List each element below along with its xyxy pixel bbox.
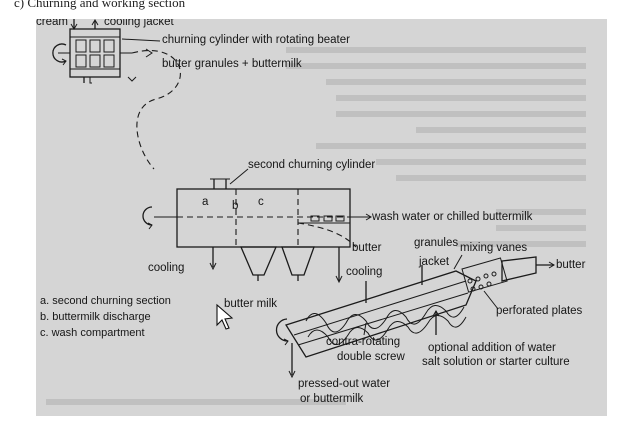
legend-item-c: c. wash compartment: [40, 327, 145, 339]
label-section-a: a: [202, 196, 209, 208]
butter-churning-diagram: cream cooling jacket churning cylinder w…: [36, 19, 586, 405]
label-butter-out: butter: [556, 259, 586, 271]
label-butter-milk: butter milk: [224, 298, 277, 310]
label-optional-water: optional addition of water: [428, 342, 556, 354]
label-jacket: jacket: [418, 256, 450, 268]
scanned-page: cream cooling jacket churning cylinder w…: [36, 19, 607, 416]
diagram-legend: a. second churning section b. buttermilk…: [40, 295, 171, 339]
label-cream: cream: [36, 19, 68, 28]
legend-item-a: a. second churning section: [40, 295, 171, 307]
label-granules: granules: [414, 237, 458, 249]
label-cooling-left: cooling: [148, 262, 184, 274]
label-section-b: b: [232, 200, 238, 212]
label-section-c: c: [258, 196, 264, 208]
mouse-pointer-icon: [216, 303, 234, 330]
second-churning-cylinder: [142, 178, 372, 284]
label-mixing-vanes: mixing vanes: [460, 242, 527, 254]
label-wash-water: wash water or chilled buttermilk: [371, 211, 533, 223]
label-butter-mid: butter: [352, 242, 382, 254]
double-screw-worker: [275, 254, 555, 379]
label-pressed-out-water: pressed-out water: [298, 378, 390, 390]
figure-caption: c) Churning and working section: [14, 0, 186, 10]
label-contra-rotating: contra-rotating: [326, 336, 400, 348]
label-or-buttermilk: or buttermilk: [300, 393, 364, 405]
label-churning-cylinder: churning cylinder with rotating beater: [162, 34, 350, 46]
background-page-text: [46, 47, 586, 405]
label-perforated-plates: perforated plates: [496, 305, 583, 317]
first-churning-cylinder: [52, 19, 181, 170]
label-cooling-jacket: cooling jacket: [104, 19, 174, 28]
label-second-churning-cylinder: second churning cylinder: [248, 159, 375, 171]
label-butter-granules: butter granules + buttermilk: [162, 58, 302, 70]
legend-item-b: b. buttermilk discharge: [40, 311, 151, 323]
label-salt-solution: salt solution or starter culture: [422, 356, 570, 368]
label-cooling-right: cooling: [346, 266, 382, 278]
label-double-screw: double screw: [337, 351, 405, 363]
